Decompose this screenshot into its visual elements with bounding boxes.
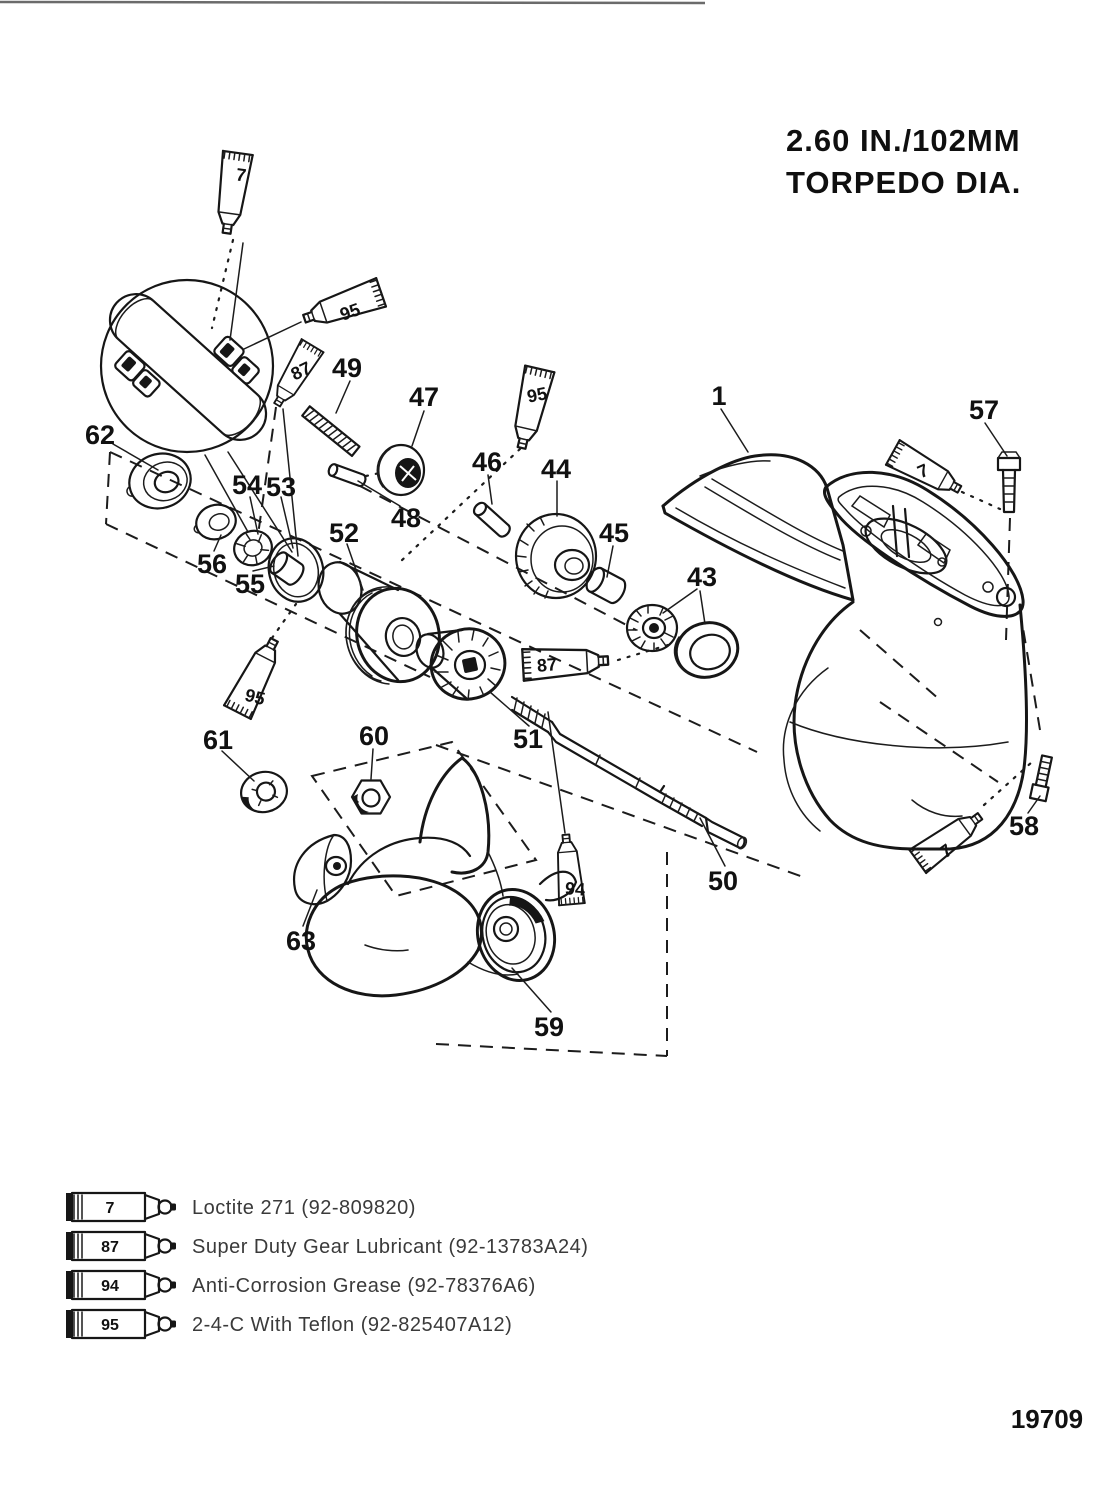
- callout-43: 43: [687, 562, 717, 592]
- tube-label: 87: [288, 358, 315, 385]
- callout-46: 46: [472, 447, 502, 477]
- bearing-54: [233, 529, 273, 567]
- legend-item-gear-lubricant: 87 Super Duty Gear Lubricant (92-13783A2…: [64, 1230, 588, 1262]
- legend-item-teflon: 95 2-4-C With Teflon (92-825407A12): [64, 1308, 512, 1340]
- legend-tube-label: 94: [101, 1278, 119, 1295]
- callout-50: 50: [708, 866, 738, 896]
- callout-44: 44: [541, 454, 571, 484]
- tube-anti-corrosion: 94: [547, 711, 586, 907]
- tube-gear-lube-center: 87: [521, 643, 670, 682]
- callout-47: 47: [409, 382, 439, 412]
- pin-48: [327, 463, 367, 488]
- drawing-number: 19709: [1011, 1404, 1083, 1434]
- tube-loctite-top: 7: [210, 149, 254, 341]
- callout-61: 61: [203, 725, 233, 755]
- lock-washer-61: [240, 770, 288, 814]
- callout-45: 45: [599, 518, 629, 548]
- legend-tube-label: 7: [106, 1200, 115, 1217]
- bushing-55: [269, 551, 305, 586]
- callout-52: 52: [329, 518, 359, 548]
- construction-lines: [105, 451, 1041, 1057]
- tube-label: 94: [564, 878, 585, 899]
- o-ring-53: [267, 537, 325, 603]
- legend-item-loctite: 7 Loctite 271 (92-809820): [64, 1191, 416, 1223]
- inset-detail-circle: [99, 278, 275, 454]
- callout-labels: 62 54 53 56 55 52 49 47 48 46 44 45 43 1…: [85, 353, 1039, 1042]
- title-line-1: 2.60 IN./102MM: [786, 123, 1021, 158]
- tube-teflon-lower-left: 95: [222, 602, 298, 721]
- callout-leaders: [112, 380, 1041, 1013]
- pin-48-dotted-leader: [364, 470, 386, 478]
- title-line-2: TORPEDO DIA.: [786, 165, 1021, 200]
- prop-nut-60: [350, 779, 392, 815]
- cam-follower-47: [376, 443, 426, 497]
- diagram-title: 2.60 IN./102MM TORPEDO DIA.: [786, 123, 1021, 200]
- legend-item-anti-corrosion: 94 Anti-Corrosion Grease (92-78376A6): [64, 1269, 536, 1301]
- legend-tube-label: 95: [101, 1317, 119, 1334]
- tube-label: 87: [536, 654, 558, 676]
- bolt-58: [1028, 754, 1053, 803]
- legend-item-text: Loctite 271 (92-809820): [192, 1197, 416, 1219]
- callout-62: 62: [85, 420, 115, 450]
- gear-housing: [661, 453, 1029, 851]
- callout-59: 59: [534, 1012, 564, 1042]
- callout-51: 51: [513, 724, 543, 754]
- bearing-carrier-52: [317, 560, 441, 685]
- tube-teflon-middle: 95: [398, 364, 556, 564]
- legend-item-text: Anti-Corrosion Grease (92-78376A6): [192, 1275, 536, 1297]
- tube-loctite-right: 7: [884, 439, 1002, 511]
- propeller-shaft-50: [510, 695, 748, 850]
- thrust-hub-63: [293, 833, 353, 906]
- callout-55: 55: [235, 569, 265, 599]
- callout-48: 48: [391, 503, 421, 533]
- callout-63: 63: [286, 926, 316, 956]
- pinion-bearing-43: [625, 603, 740, 679]
- legend-item-text: 2-4-C With Teflon (92-825407A12): [192, 1314, 512, 1336]
- propeller-59: [304, 756, 578, 998]
- legend-tube-label: 87: [101, 1239, 119, 1256]
- legend-item-text: Super Duty Gear Lubricant (92-13783A24): [192, 1236, 588, 1258]
- callout-57: 57: [969, 395, 999, 425]
- callout-54: 54: [232, 470, 262, 500]
- forward-gear-44: [514, 512, 598, 600]
- scan-artifact-line: [0, 0, 706, 5]
- spring-49: [301, 405, 361, 458]
- callout-56: 56: [197, 549, 227, 579]
- callout-60: 60: [359, 721, 389, 751]
- washer-56: [193, 503, 237, 541]
- spacer-45: [585, 566, 627, 605]
- callout-49: 49: [332, 353, 362, 383]
- callout-53: 53: [266, 472, 296, 502]
- callout-58: 58: [1009, 811, 1039, 841]
- tube-label: 95: [337, 299, 362, 324]
- tube-gear-lube-upper: 87: [257, 338, 325, 557]
- tube-label: 95: [243, 685, 267, 709]
- tube-label: 95: [525, 383, 548, 406]
- lubricant-legend: 7 Loctite 271 (92-809820) 87 Super Duty …: [64, 1191, 588, 1340]
- retainer-cap-62: [126, 452, 192, 510]
- tube-label: 7: [235, 164, 248, 185]
- tube-teflon-top-right: 95: [243, 277, 388, 350]
- bolt-57: [996, 451, 1022, 514]
- callout-1: 1: [711, 381, 726, 411]
- pin-46: [472, 501, 511, 538]
- driven-gear-51: [415, 627, 507, 701]
